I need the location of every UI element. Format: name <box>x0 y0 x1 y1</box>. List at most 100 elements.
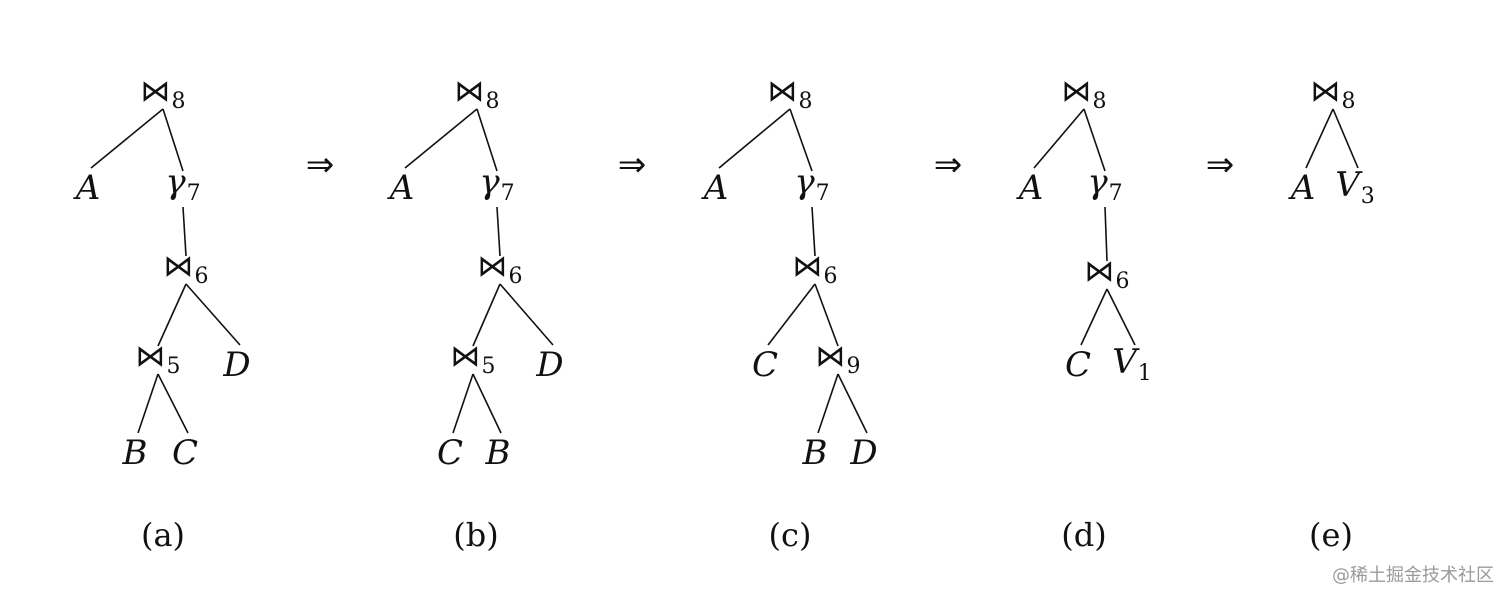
node-subscript: 8 <box>1341 89 1356 114</box>
caption-e: (e) <box>1309 516 1353 554</box>
node-symbol: B <box>802 433 828 473</box>
tree-c-join-node: ⋈8 <box>768 77 813 113</box>
tree-a-relation-a: A <box>76 171 101 205</box>
node-symbol: ⋈ <box>767 74 798 109</box>
tree-b-edge-3 <box>472 283 501 347</box>
tree-a-edge-5 <box>137 373 159 434</box>
tree-c-edge-1 <box>789 108 813 172</box>
node-symbol: V <box>1112 342 1137 382</box>
node-subscript: 1 <box>1137 361 1152 386</box>
node-subscript: 3 <box>1360 184 1375 209</box>
caption-d: (d) <box>1061 516 1107 554</box>
node-symbol: A <box>389 168 415 208</box>
tree-c-relation-c: C <box>752 348 778 382</box>
transform-arrow-3: ⇒ <box>933 145 963 185</box>
tree-a-relation-d: D <box>223 348 250 382</box>
node-symbol: γ <box>479 162 500 202</box>
node-subscript: 6 <box>194 264 209 289</box>
node-symbol: B <box>122 433 148 473</box>
tree-b-edge-4 <box>499 283 554 346</box>
tree-c-edge-0 <box>718 108 791 169</box>
node-subscript: 6 <box>1115 269 1130 294</box>
tree-b-group-node: γ7 <box>479 165 514 205</box>
node-symbol: D <box>536 345 564 385</box>
node-subscript: 7 <box>815 181 830 206</box>
tree-e-edge-1 <box>1332 108 1359 169</box>
tree-e-edge-0 <box>1305 108 1334 169</box>
tree-d-join-node: ⋈8 <box>1062 77 1107 113</box>
tree-a-join-node: ⋈8 <box>141 77 186 113</box>
node-subscript: 9 <box>846 354 861 379</box>
tree-a-group-node: γ7 <box>165 165 200 205</box>
node-subscript: 5 <box>166 354 181 379</box>
transform-arrow-2: ⇒ <box>617 145 647 185</box>
node-subscript: 7 <box>1108 181 1123 206</box>
tree-b-edge-1 <box>476 108 498 172</box>
tree-d-group-node: γ7 <box>1087 165 1122 205</box>
tree-d-edge-3 <box>1080 288 1108 346</box>
tree-b-relation-a: A <box>390 171 415 205</box>
node-symbol: A <box>1290 168 1316 208</box>
node-subscript: 8 <box>485 89 500 114</box>
node-symbol: ⋈ <box>1310 74 1341 109</box>
tree-a-edge-3 <box>157 283 187 347</box>
caption-a: (a) <box>140 516 186 554</box>
tree-a-edge-2 <box>182 206 187 257</box>
tree-c-edge-6 <box>837 373 868 434</box>
node-subscript: 7 <box>500 181 515 206</box>
tree-e-join-node: ⋈8 <box>1311 77 1356 113</box>
tree-a-relation-b: B <box>123 436 148 470</box>
tree-b-join-node: ⋈8 <box>455 77 500 113</box>
tree-d-edge-4 <box>1106 288 1136 346</box>
node-symbol: ⋈ <box>477 249 508 284</box>
tree-c-join-node: ⋈6 <box>793 252 838 288</box>
caption-c: (c) <box>768 516 812 554</box>
transform-arrow-1: ⇒ <box>305 145 335 185</box>
node-symbol: D <box>223 345 251 385</box>
node-subscript: 7 <box>186 181 201 206</box>
node-symbol: C <box>1064 345 1092 385</box>
tree-c-group-node: γ7 <box>794 165 829 205</box>
node-symbol: ⋈ <box>1084 254 1115 289</box>
watermark: @稀土掘金技术社区 <box>1332 565 1494 586</box>
tree-c-edge-2 <box>811 206 816 257</box>
node-symbol: B <box>485 433 511 473</box>
tree-b-edge-2 <box>496 206 501 257</box>
node-symbol: V <box>1335 165 1360 205</box>
tree-e-relation-v: V3 <box>1335 168 1375 208</box>
tree-b-edge-6 <box>472 373 502 434</box>
tree-d-relation-a: A <box>1019 171 1044 205</box>
tree-d-relation-v: V1 <box>1112 345 1152 385</box>
node-symbol: ⋈ <box>135 339 166 374</box>
tree-b-relation-d: D <box>536 348 563 382</box>
tree-a-edge-6 <box>157 373 189 434</box>
tree-a-relation-c: C <box>172 436 198 470</box>
tree-a-join-node: ⋈5 <box>136 342 181 378</box>
caption-b: (b) <box>453 516 499 554</box>
tree-b-edge-5 <box>452 373 474 434</box>
tree-d-edge-2 <box>1104 206 1108 262</box>
node-subscript: 5 <box>481 354 496 379</box>
tree-b-relation-b: B <box>486 436 511 470</box>
node-subscript: 8 <box>171 89 186 114</box>
tree-a-edge-1 <box>162 108 184 172</box>
node-symbol: γ <box>794 162 815 202</box>
tree-d-join-node: ⋈6 <box>1085 257 1130 293</box>
node-symbol: C <box>171 433 199 473</box>
node-symbol: ⋈ <box>815 339 846 374</box>
tree-a-edge-0 <box>90 108 164 169</box>
tree-c-edge-5 <box>817 373 839 434</box>
node-symbol: ⋈ <box>1061 74 1092 109</box>
node-symbol: ⋈ <box>163 249 194 284</box>
tree-b-edge-0 <box>404 108 478 169</box>
node-symbol: γ <box>165 162 186 202</box>
node-symbol: ⋈ <box>454 74 485 109</box>
tree-c-relation-b: B <box>803 436 828 470</box>
tree-c-edge-4 <box>814 283 839 347</box>
node-symbol: C <box>751 345 779 385</box>
tree-c-relation-d: D <box>850 436 877 470</box>
tree-d-relation-c: C <box>1065 348 1091 382</box>
node-symbol: ⋈ <box>140 74 171 109</box>
